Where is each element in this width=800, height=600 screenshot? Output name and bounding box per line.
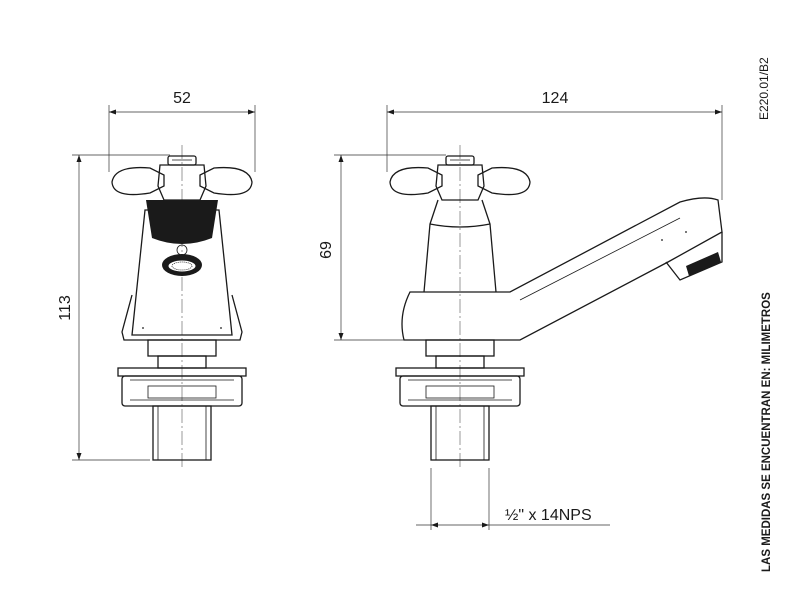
drawing-code: E220.01/B2 [757, 57, 771, 120]
front-handle-left-arm [111, 166, 165, 196]
front-width-label: 52 [173, 90, 191, 107]
side-handle-right-arm [477, 166, 531, 196]
side-length-label: 124 [542, 90, 569, 107]
arrow-icon [338, 333, 344, 340]
side-spout-tip [665, 232, 723, 281]
arrow-icon [76, 155, 82, 162]
arrow-icon [248, 109, 255, 115]
side-aerator [686, 252, 721, 276]
front-dot [142, 327, 144, 329]
side-handle-cap [445, 155, 475, 166]
units-note: LAS MEDIDAS SE ENCUENTRAN EN: MILIMETROS [761, 292, 773, 572]
arrow-icon [387, 109, 394, 115]
arrow-icon [338, 155, 344, 162]
front-handle-cap [167, 155, 197, 166]
side-handle-left-arm [389, 166, 443, 196]
side-dot [685, 231, 687, 233]
side-spout [401, 197, 723, 341]
arrow-icon [431, 522, 438, 528]
front-shank [152, 405, 212, 461]
side-dot [661, 239, 663, 241]
arrow-icon [715, 109, 722, 115]
side-dimensions: 124 69 ½" x 14NPS [318, 90, 723, 530]
side-handle-hub [435, 164, 485, 201]
arrow-icon [109, 109, 116, 115]
front-dimensions: 52 113 [57, 90, 256, 461]
side-spout-highlight [519, 217, 681, 301]
front-aerator-mesh [171, 261, 193, 271]
front-hood [146, 200, 218, 244]
side-view [389, 145, 723, 470]
side-height-label: 69 [318, 241, 335, 259]
front-view [111, 145, 253, 470]
side-shank [430, 405, 490, 461]
front-nut-detail [130, 379, 234, 401]
thread-label: ½" x 14NPS [505, 507, 592, 524]
side-nut-detail [408, 379, 512, 401]
fv-logo-icon [176, 244, 188, 256]
front-dot [220, 327, 222, 329]
front-handle-right-arm [199, 166, 253, 196]
arrow-icon [482, 522, 489, 528]
front-nut-ring [147, 385, 217, 399]
front-height-label: 113 [57, 295, 74, 321]
arrow-icon [76, 453, 82, 460]
side-neck-collar [429, 223, 491, 228]
side-nut-ring [425, 385, 495, 399]
